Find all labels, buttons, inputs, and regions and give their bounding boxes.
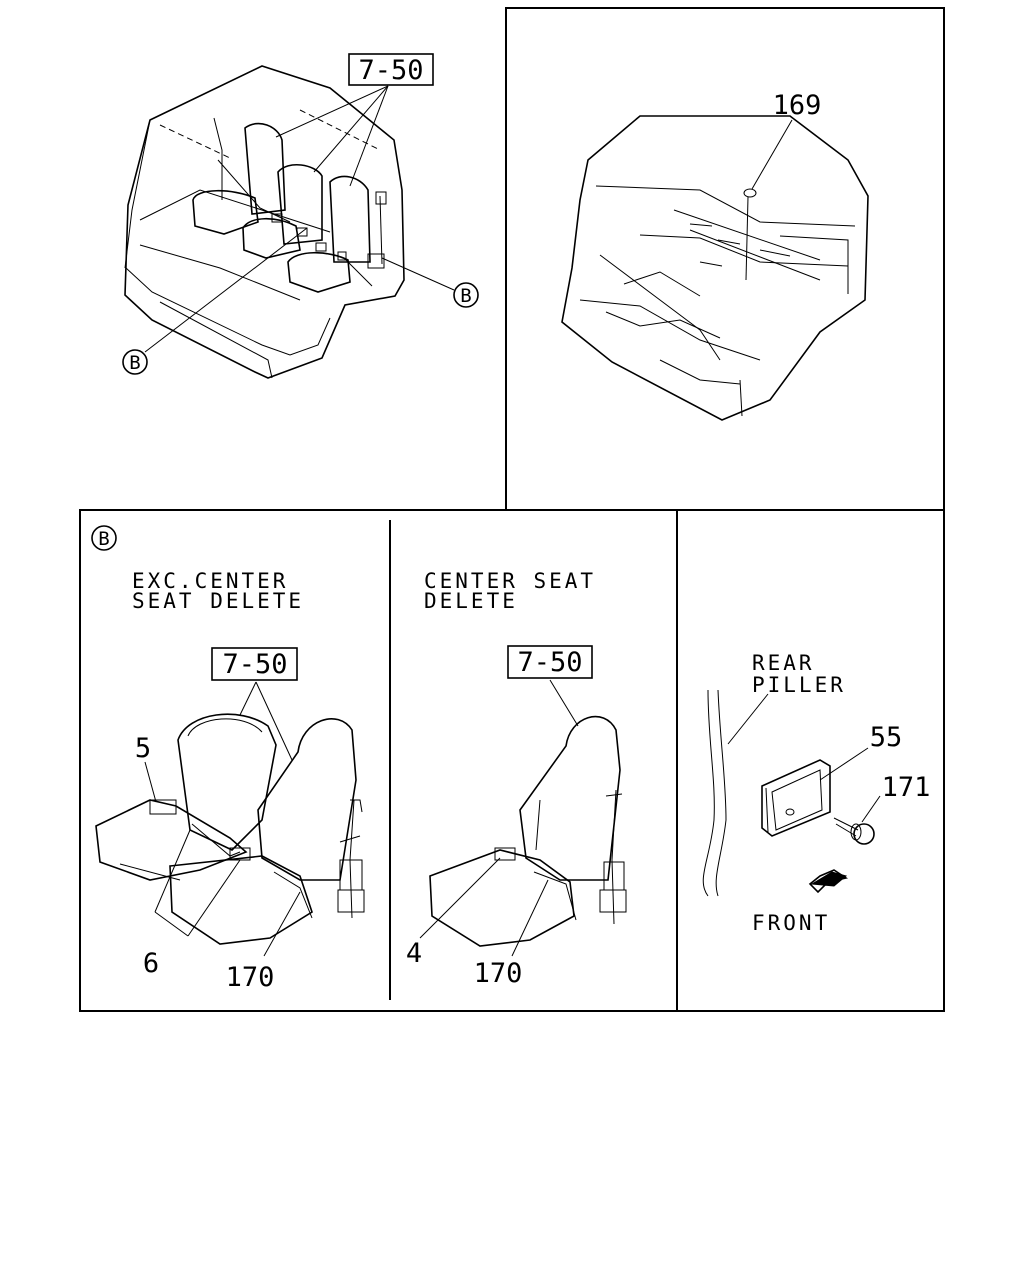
panel3-caption-line2: PILLER	[752, 673, 846, 697]
panel2-caption-line2: DELETE	[424, 589, 518, 613]
panel1-callout-ref: 7-50	[222, 649, 287, 680]
cab-seat-overview-illustration: 7-50 B B	[122, 53, 479, 379]
panel2-callout-170: 170	[474, 958, 523, 989]
panel-center-seat-delete: CENTER SEAT DELETE 7-50 4 170	[406, 569, 627, 989]
panel1-callout-5: 5	[135, 733, 151, 764]
panel-rear-pillar: REAR PILLER 55 171 FRONT	[702, 651, 931, 935]
panel1-callout-170: 170	[226, 962, 275, 993]
panel-frames	[79, 7, 945, 1012]
panel3-callout-171: 171	[882, 772, 931, 803]
panel1-caption-line1: EXC.CENTER	[132, 569, 288, 593]
panel3-caption-line1: REAR	[752, 651, 815, 675]
panel-exc-center-seat-delete: EXC.CENTER SEAT DELETE 7-50 5 6 170	[95, 569, 365, 993]
circle-b-upper: B	[460, 285, 471, 307]
panel2-callout-ref: 7-50	[517, 647, 582, 678]
panel3-callout-55: 55	[870, 722, 903, 753]
callout-part-169: 169	[773, 90, 822, 121]
cab-floor-illustration: 169	[561, 90, 869, 421]
panel2-callout-4: 4	[406, 938, 422, 969]
panel3-front-label: FRONT	[752, 911, 830, 935]
circle-b-lower: B	[129, 352, 140, 374]
callout-ref-top-left: 7-50	[358, 55, 423, 86]
panel1-callout-6: 6	[143, 948, 159, 979]
panel1-caption-line2: SEAT DELETE	[132, 589, 304, 613]
panel-b-label: B	[98, 528, 109, 550]
panel2-caption-line1: CENTER SEAT	[424, 569, 596, 593]
